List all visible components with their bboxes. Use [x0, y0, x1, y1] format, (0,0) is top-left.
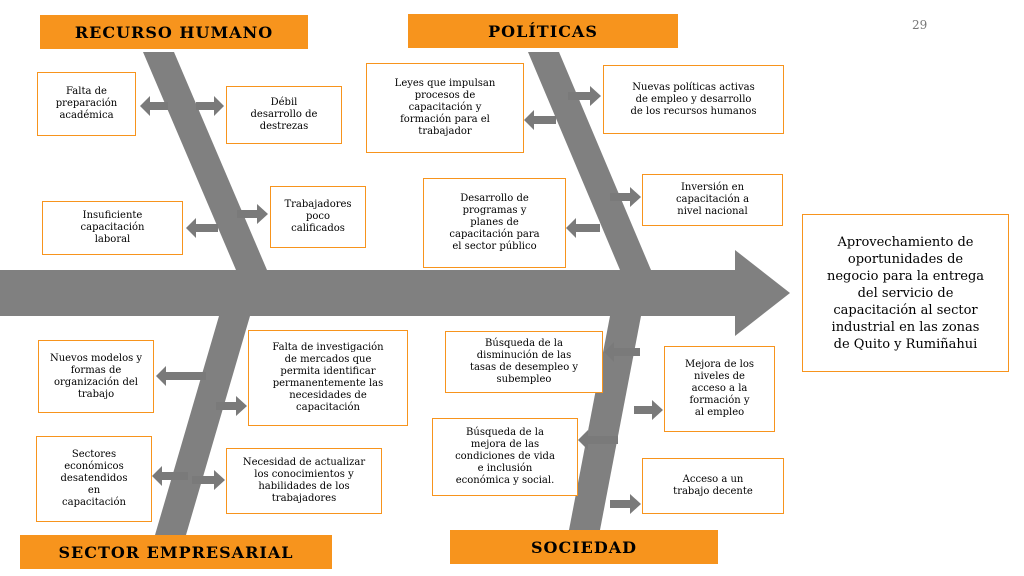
- cause-falta-investigacion: Falta de investigación de mercados que p…: [248, 330, 408, 426]
- cause-falta-preparacion: Falta de preparación académica: [37, 72, 136, 136]
- arrow-right-icon: [610, 494, 641, 514]
- cause-sectores-economicos: Sectores económicos desatendidos en capa…: [36, 436, 152, 522]
- arrow-right-icon: [568, 86, 601, 106]
- effect-box: Aprovechamiento de oportunidades de nego…: [802, 214, 1009, 372]
- bone-politicas: [528, 52, 651, 270]
- arrow-right-icon: [237, 204, 268, 224]
- category-recurso-humano: RECURSO HUMANO: [40, 15, 308, 49]
- arrow-left-icon: [566, 218, 600, 238]
- category-sector-empresarial: SECTOR EMPRESARIAL: [20, 535, 332, 569]
- arrow-left-icon: [524, 110, 556, 130]
- cause-nuevas-politicas: Nuevas políticas activas de empleo y des…: [603, 65, 784, 134]
- cause-insuficiente-capacitacion: Insuficiente capacitación laboral: [42, 201, 183, 255]
- arrow-right-icon: [216, 396, 247, 416]
- cause-trabajadores-poco-calificados: Trabajadores poco calificados: [270, 186, 366, 248]
- arrow-right-icon: [192, 470, 225, 490]
- arrow-right-icon: [610, 187, 641, 207]
- cause-mejora-niveles: Mejora de los niveles de acceso a la for…: [664, 346, 775, 432]
- category-politicas: POLÍTICAS: [408, 14, 678, 48]
- bone-sociedad: [569, 316, 641, 530]
- arrow-left-icon: [186, 218, 218, 238]
- cause-nuevos-modelos: Nuevos modelos y formas de organización …: [38, 340, 154, 413]
- arrow-left-icon: [604, 342, 640, 362]
- cause-necesidad-actualizar: Necesidad de actualizar los conocimiento…: [226, 448, 382, 514]
- cause-inversion: Inversión en capacitación a nivel nacion…: [642, 174, 783, 226]
- cause-desarrollo-programas: Desarrollo de programas y planes de capa…: [423, 178, 566, 268]
- cause-busqueda-disminucion: Búsqueda de la disminución de las tasas …: [445, 331, 603, 393]
- cause-busqueda-mejora: Búsqueda de la mejora de las condiciones…: [432, 418, 578, 496]
- page-number: 29: [912, 18, 928, 32]
- arrow-right-icon: [196, 96, 224, 116]
- cause-leyes: Leyes que impulsan procesos de capacitac…: [366, 63, 524, 153]
- bone-sector-empresarial: [155, 316, 250, 535]
- main-spine-arrow: [0, 250, 790, 336]
- category-sociedad: SOCIEDAD: [450, 530, 718, 564]
- cause-acceso-trabajo: Acceso a un trabajo decente: [642, 458, 784, 514]
- arrow-left-icon: [152, 466, 188, 486]
- arrow-left-icon: [140, 96, 168, 116]
- arrow-right-icon: [634, 400, 663, 420]
- arrow-left-icon: [578, 430, 618, 450]
- arrow-left-icon: [156, 366, 206, 386]
- bone-recurso-humano: [143, 52, 267, 270]
- cause-debil-desarrollo: Débil desarrollo de destrezas: [226, 86, 342, 144]
